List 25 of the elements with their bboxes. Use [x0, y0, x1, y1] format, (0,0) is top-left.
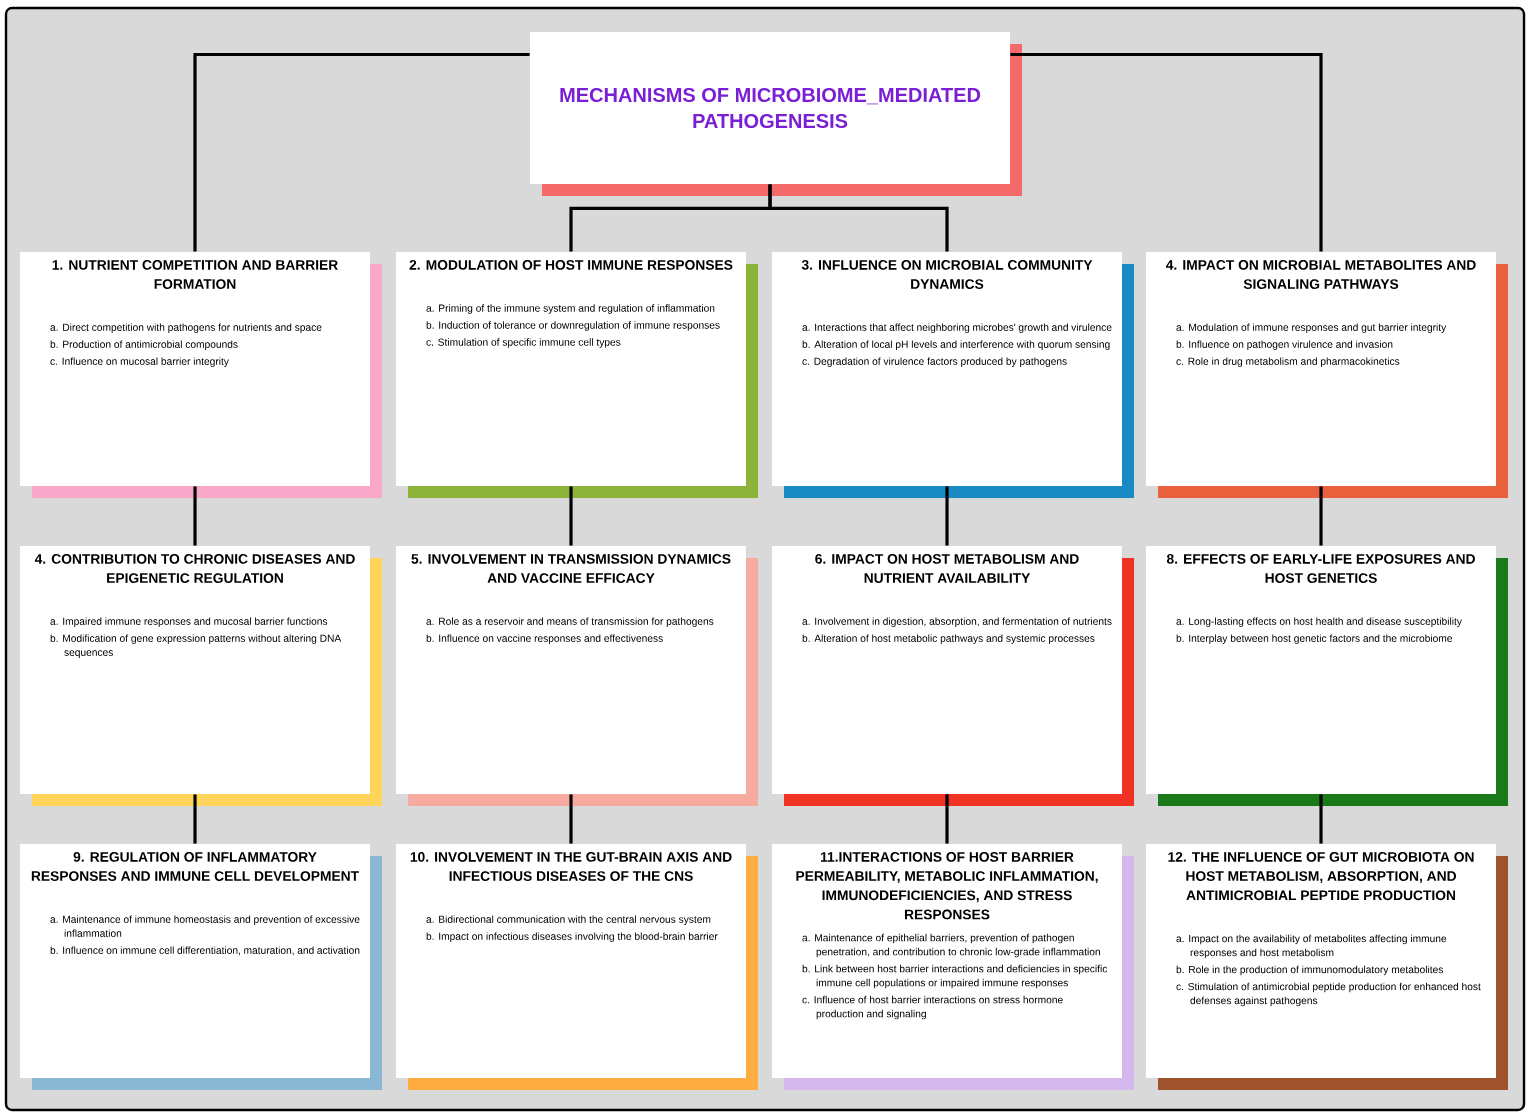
connector-line	[945, 794, 949, 844]
connector-line	[1319, 794, 1323, 844]
connector-line	[1319, 486, 1323, 546]
card	[1146, 546, 1508, 806]
card	[20, 252, 382, 498]
connector-line	[193, 794, 197, 844]
connector-line	[569, 794, 573, 844]
card	[396, 252, 758, 498]
card	[20, 844, 382, 1090]
card	[772, 844, 1134, 1090]
title-box	[530, 32, 1022, 196]
title-text: MECHANISMS OF MICROBIOME_MEDIATED PATHOGENESIS	[560, 87, 981, 129]
card	[1146, 844, 1508, 1090]
card	[396, 546, 758, 806]
card	[772, 252, 1134, 498]
connector-line	[569, 486, 573, 546]
card	[772, 546, 1134, 806]
card	[1146, 252, 1508, 498]
connector-line	[945, 486, 949, 546]
connector-line	[193, 52, 530, 252]
card	[396, 844, 758, 1090]
connector-line	[193, 486, 197, 546]
connector-line	[1010, 52, 1323, 252]
connector-line	[768, 184, 949, 252]
card	[20, 546, 382, 806]
